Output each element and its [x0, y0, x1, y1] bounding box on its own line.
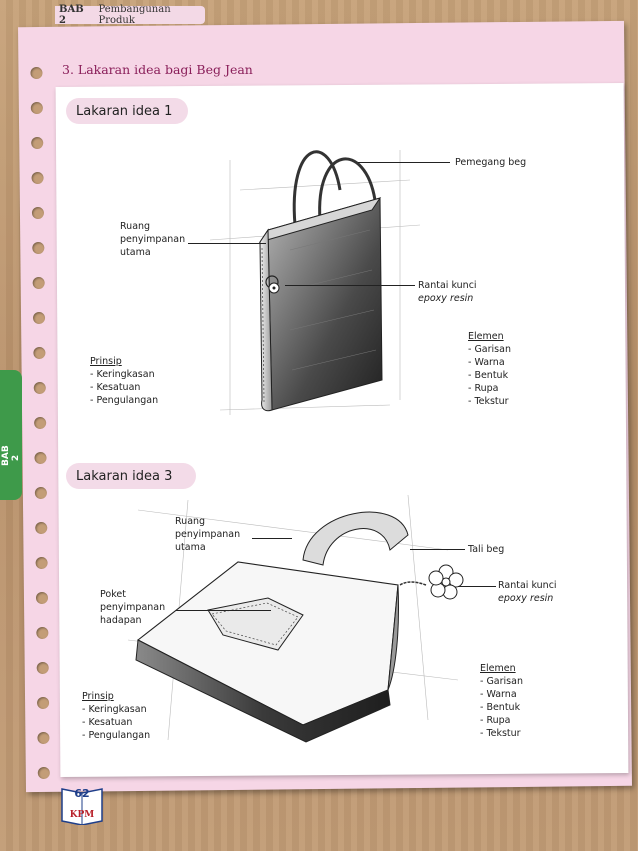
idea3-banner: Lakaran idea 3	[66, 463, 196, 489]
side-tab-label: BAB 2	[1, 450, 21, 466]
idea3-chain-leader	[458, 586, 496, 587]
binder-hole	[30, 67, 42, 79]
idea1-holder-label: Pemegang beg	[455, 156, 526, 169]
idea3-strap-label: Tali beg	[468, 543, 504, 556]
binder-hole	[36, 592, 48, 604]
idea1-chain-label: Rantai kunci epoxy resin	[418, 279, 477, 305]
binder-hole	[37, 662, 49, 674]
idea1-elements: Elemen - Garisan - Warna - Bentuk - Rupa…	[468, 330, 511, 408]
idea3-principle-item: - Keringkasan	[82, 703, 150, 716]
idea3-principle-item: - Kesatuan	[82, 716, 150, 729]
idea1-tote-bag-sketch	[200, 130, 430, 420]
binder-hole	[36, 627, 48, 639]
idea3-pocket-line: hadapan	[100, 614, 165, 627]
idea3-storage-line: utama	[175, 541, 240, 554]
idea3-principles-title: Prinsip	[82, 690, 150, 703]
chapter-title: Pembangunan Produk	[98, 4, 205, 26]
idea1-principle-item: - Pengulangan	[90, 394, 158, 407]
idea1-chain-title: Rantai kunci	[418, 279, 477, 292]
idea1-storage-line: penyimpanan	[120, 233, 185, 246]
idea3-pocket-label: Poket penyimpanan hadapan	[100, 588, 165, 627]
idea1-chain-leader	[285, 285, 415, 286]
binder-hole	[31, 137, 43, 149]
chapter-header: BAB 2 Pembangunan Produk	[55, 6, 205, 24]
idea1-storage-label: Ruang penyimpanan utama	[120, 220, 185, 259]
idea3-principle-item: - Pengulangan	[82, 729, 150, 742]
binder-hole	[34, 382, 46, 394]
idea3-storage-label: Ruang penyimpanan utama	[175, 515, 240, 554]
idea1-holder-leader	[358, 162, 450, 163]
idea3-chain-title: Rantai kunci	[498, 579, 557, 592]
idea1-element-item: - Bentuk	[468, 369, 511, 382]
idea1-element-item: - Warna	[468, 356, 511, 369]
idea3-element-item: - Garisan	[480, 675, 523, 688]
idea3-pocket-line: penyimpanan	[100, 601, 165, 614]
binder-hole	[32, 172, 44, 184]
idea3-chain-material: epoxy resin	[498, 592, 557, 605]
idea3-storage-line: penyimpanan	[175, 528, 240, 541]
idea1-principle-item: - Kesatuan	[90, 381, 158, 394]
idea3-element-item: - Rupa	[480, 714, 523, 727]
binder-hole	[33, 277, 45, 289]
binder-hole	[34, 417, 46, 429]
idea3-strap-leader	[410, 549, 465, 550]
publisher-label: KPM	[58, 810, 106, 820]
binder-hole	[32, 242, 44, 254]
idea1-banner: Lakaran idea 1	[66, 98, 188, 124]
idea1-principle-item: - Keringkasan	[90, 368, 158, 381]
binder-hole	[37, 732, 49, 744]
idea3-element-item: - Bentuk	[480, 701, 523, 714]
idea3-principles: Prinsip - Keringkasan - Kesatuan - Pengu…	[82, 690, 150, 742]
binder-hole	[33, 347, 45, 359]
binder-hole	[38, 767, 50, 779]
idea3-pocket-line: Poket	[100, 588, 165, 601]
binder-hole	[35, 522, 47, 534]
section-title: 3. Lakaran idea bagi Beg Jean	[62, 62, 253, 77]
binder-hole	[37, 697, 49, 709]
idea3-element-item: - Warna	[480, 688, 523, 701]
idea3-chain-label: Rantai kunci epoxy resin	[498, 579, 557, 605]
chapter-number: BAB 2	[59, 4, 92, 26]
binder-hole	[32, 207, 44, 219]
idea3-storage-line: Ruang	[175, 515, 240, 528]
idea3-elements: Elemen - Garisan - Warna - Bentuk - Rupa…	[480, 662, 523, 740]
idea1-storage-line: utama	[120, 246, 185, 259]
idea1-principles-title: Prinsip	[90, 355, 158, 368]
binder-hole	[33, 312, 45, 324]
chapter-side-tab	[0, 370, 22, 500]
binder-hole	[31, 102, 43, 114]
binder-hole	[36, 557, 48, 569]
idea1-principles: Prinsip - Keringkasan - Kesatuan - Pengu…	[90, 355, 158, 407]
idea3-elements-title: Elemen	[480, 662, 523, 675]
binder-hole	[35, 487, 47, 499]
page-number: 62	[58, 787, 106, 800]
idea1-elements-title: Elemen	[468, 330, 511, 343]
idea3-element-item: - Tekstur	[480, 727, 523, 740]
idea3-storage-leader	[252, 538, 292, 539]
idea1-storage-leader	[188, 243, 266, 244]
idea1-chain-material: epoxy resin	[418, 292, 477, 305]
binder-hole	[34, 452, 46, 464]
idea1-element-item: - Tekstur	[468, 395, 511, 408]
idea3-pocket-leader	[176, 610, 271, 611]
idea1-storage-line: Ruang	[120, 220, 185, 233]
idea1-element-item: - Rupa	[468, 382, 511, 395]
idea1-element-item: - Garisan	[468, 343, 511, 356]
